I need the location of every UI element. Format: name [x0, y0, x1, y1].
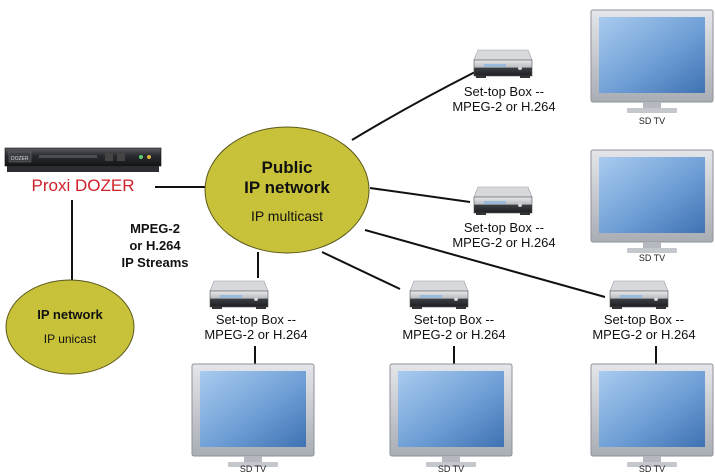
stb-label-1-line2: MPEG-2 or H.264 [452, 99, 556, 114]
tv-label-1: SD TV [638, 116, 666, 126]
tv-label-2: SD TV [638, 253, 666, 263]
local-network-title: IP network [37, 307, 103, 322]
sd-tv-3 [191, 363, 315, 468]
set-top-box-5 [609, 280, 669, 310]
local-ip-network [5, 279, 135, 375]
public-network-title: Public IP network [217, 158, 357, 198]
set-top-box-4 [409, 280, 469, 310]
set-top-box-2 [473, 186, 533, 216]
stb-label-5-line2: MPEG-2 or H.264 [592, 327, 696, 342]
stb-label-3-line2: MPEG-2 or H.264 [204, 327, 308, 342]
sd-tv-5 [590, 363, 714, 468]
stb-label-5: Set-top Box -- MPEG-2 or H.264 [574, 312, 714, 342]
link-public-stb1 [351, 71, 476, 141]
sd-tv-2 [590, 149, 714, 254]
stb-label-2: Set-top Box -- MPEG-2 or H.264 [434, 220, 574, 250]
stb-label-2-line2: MPEG-2 or H.264 [452, 235, 556, 250]
tv-label-3: SD TV [239, 464, 267, 474]
server-label: Proxi DOZER [31, 176, 135, 195]
connection-lines [71, 71, 657, 364]
stb-label-1-line1: Set-top Box -- [463, 84, 545, 99]
stb-label-1: Set-top Box -- MPEG-2 or H.264 [434, 84, 574, 114]
link-public-stb4 [321, 251, 401, 290]
stream-label: MPEG-2 or H.264 IP Streams [100, 220, 210, 271]
link-public-stb2 [369, 187, 471, 203]
stream-label-line1: MPEG-2 [130, 221, 180, 236]
stb-label-2-line1: Set-top Box -- [463, 220, 545, 235]
public-network-subtitle: IP multicast [250, 208, 324, 224]
public-ip-network [204, 126, 370, 254]
proxi-dozer-server: DOZER [4, 147, 162, 172]
sd-tv-4 [389, 363, 513, 468]
stb-label-4: Set-top Box -- MPEG-2 or H.264 [384, 312, 524, 342]
stream-label-line2: or H.264 [129, 238, 181, 253]
public-network-title-line1: Public [261, 158, 313, 177]
set-top-box-1 [473, 49, 533, 79]
local-network-subtitle: IP unicast [43, 332, 97, 346]
link-public-stb5 [364, 229, 606, 298]
stb-label-3: Set-top Box -- MPEG-2 or H.264 [186, 312, 326, 342]
stream-label-line3: IP Streams [121, 255, 189, 270]
stb-label-3-line1: Set-top Box -- [215, 312, 297, 327]
stb-label-4-line1: Set-top Box -- [413, 312, 495, 327]
server-front-text: DOZER [11, 156, 29, 162]
public-network-title-line2: IP network [244, 178, 330, 197]
tv-label-4: SD TV [437, 464, 465, 474]
set-top-box-3 [209, 280, 269, 310]
tv-label-5: SD TV [638, 464, 666, 474]
stb-label-4-line2: MPEG-2 or H.264 [402, 327, 506, 342]
stb-label-5-line1: Set-top Box -- [603, 312, 685, 327]
sd-tv-1 [590, 9, 714, 114]
